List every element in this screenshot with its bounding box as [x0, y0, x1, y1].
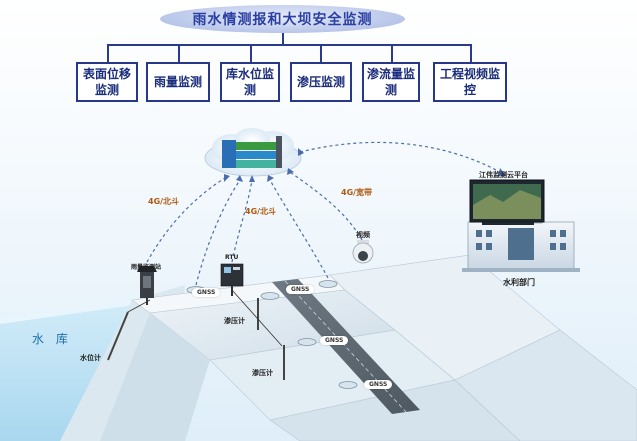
dam-upstream-slope [100, 313, 210, 441]
server-stack-icon [222, 136, 282, 168]
link-gnss-2 [269, 179, 329, 279]
link-cloud-platform [299, 141, 501, 173]
category-seepage-flow: 渗流量监测 [362, 62, 420, 102]
water-gauge-label: 水位计 [80, 354, 101, 362]
tree-branch-1 [107, 44, 109, 62]
rtu-label: RTU [225, 254, 239, 261]
category-video: 工程视频监控 [433, 62, 507, 102]
tree-branch-2 [178, 44, 180, 62]
rain-station-icon [137, 266, 157, 305]
gnss-tag-4: GNSS [364, 380, 393, 389]
dam-toe-right [454, 329, 637, 441]
cloud-platform-label: 江伟监测云平台 [479, 171, 528, 179]
comm-links [146, 141, 501, 286]
diagram-title: 雨水情测报和大坝安全监测 [160, 5, 405, 33]
water-edge [0, 300, 148, 324]
gnss-tag-1: GNSS [192, 288, 221, 297]
rain-station-label: 雨量监测站 [131, 264, 162, 271]
tree-bar [107, 44, 471, 46]
tree-branch-4 [320, 44, 322, 62]
gnss-tag-3: GNSS [320, 336, 349, 345]
link-gnss [195, 179, 241, 286]
platform-monitor-icon [469, 179, 545, 225]
video-camera-icon [352, 240, 374, 264]
water-department-label: 水利部门 [503, 278, 535, 287]
link-label-video: 4G/宽带 [341, 188, 373, 197]
dam-road-center [284, 280, 407, 413]
tree-branch-5 [391, 44, 393, 62]
tree-trunk [282, 33, 284, 45]
reservoir-water [0, 300, 150, 441]
piezometer-label-2: 渗压计 [252, 369, 273, 377]
category-reservoir-level: 库水位监测 [220, 62, 280, 102]
water-gauge-pipe [107, 311, 129, 361]
link-label-rtu: 4G/北斗 [245, 207, 277, 216]
tree-branch-3 [250, 44, 252, 62]
piezometer-cable [231, 289, 283, 347]
category-seepage-pressure: 渗压监测 [290, 62, 352, 102]
link-rtu [231, 179, 253, 263]
diagram-title-text: 雨水情测报和大坝安全监测 [192, 12, 373, 28]
link-label-rain-station: 4G/北斗 [148, 197, 180, 206]
link-video [289, 171, 363, 241]
tree-branch-6 [470, 44, 472, 62]
rtu-cabinet-icon [220, 263, 244, 296]
link-arrows [224, 148, 506, 182]
link-rain-station [146, 177, 226, 263]
gnss-tag-2: GNSS [286, 285, 315, 294]
video-label: 视频 [356, 231, 370, 239]
reservoir-label: 水 库 [32, 332, 72, 346]
category-rainfall: 雨量监测 [146, 62, 210, 102]
piezometer-label-1: 渗压计 [224, 317, 245, 325]
category-surface-displacement: 表面位移监测 [76, 62, 138, 102]
